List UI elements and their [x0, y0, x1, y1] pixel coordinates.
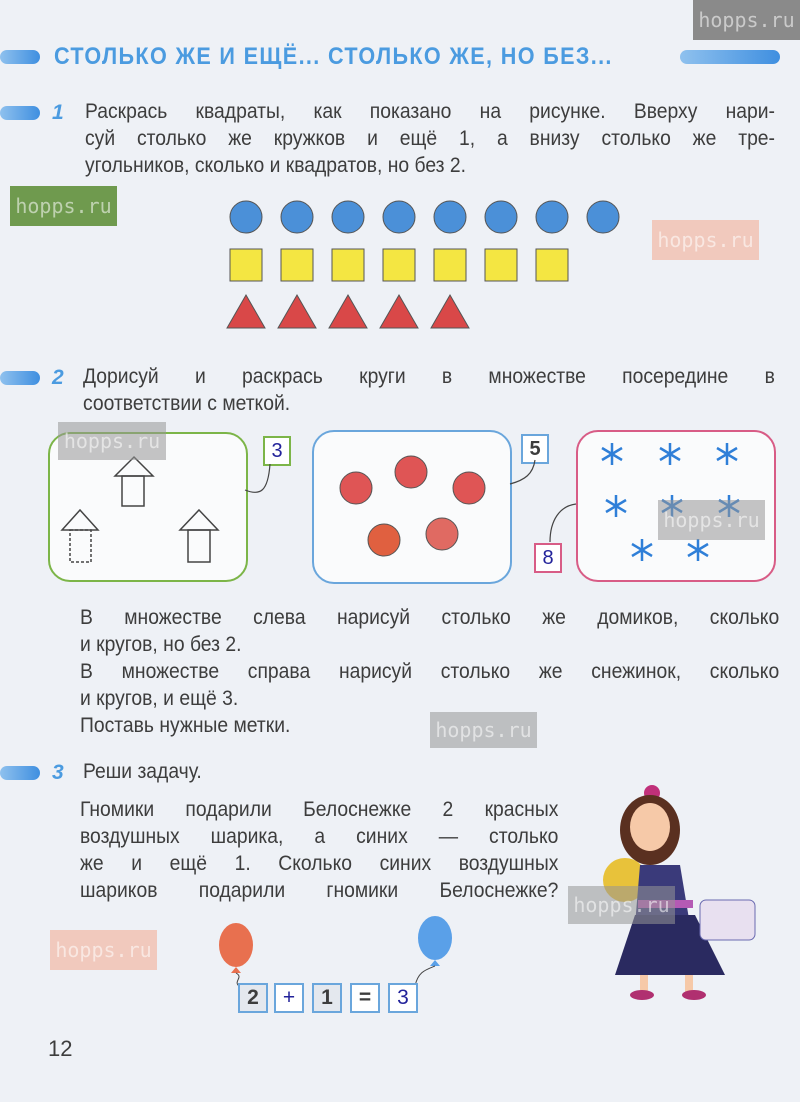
triangle-shape: [430, 293, 470, 329]
set-middle-circles: [312, 430, 512, 584]
snowflake-icon: [601, 443, 623, 465]
equation-operator: =: [350, 983, 380, 1013]
watermark: hopps.ru: [430, 712, 537, 748]
task-number: 2: [52, 366, 64, 389]
text-line: Дорисуй и раскрась круги в множестве пос…: [83, 365, 775, 388]
connector-line: [509, 459, 536, 485]
task-marker: [0, 766, 40, 780]
watermark: hopps.ru: [658, 500, 765, 540]
text-line: воздушных шарика, а синих — столько: [80, 825, 559, 848]
title-bar-left: [0, 50, 40, 64]
house-icons: [60, 455, 220, 563]
task1-text: Раскрась квадраты, как показано на рисун…: [85, 98, 775, 179]
text-line: и кругов, но без 2.: [80, 633, 242, 656]
label-middle[interactable]: 5: [521, 434, 549, 464]
circle-shape: [433, 200, 467, 234]
task3-text: Гномики подарили Белоснежке 2 красных во…: [80, 796, 558, 904]
text-line: В множестве слева нарисуй столько же дом…: [80, 606, 780, 629]
text-line: В множестве справа нарисуй столько же сн…: [80, 660, 780, 683]
text-line: Гномики подарили Белоснежке 2 красных: [80, 798, 559, 821]
text-line: угольников, сколько и квадратов, но без …: [85, 154, 466, 177]
page-number: 12: [48, 1036, 73, 1061]
shapes-figure: [226, 200, 620, 329]
snowflake-icon: [631, 539, 653, 561]
equation-box: 1: [312, 983, 342, 1013]
circle-shape: [382, 200, 416, 234]
task2-instructions: В множестве слева нарисуй столько же дом…: [80, 604, 779, 739]
circle-shape: [331, 200, 365, 234]
square-shape: [229, 248, 263, 282]
task-number: 3: [52, 761, 64, 784]
triangle-shape: [277, 293, 317, 329]
circle-shape: [484, 200, 518, 234]
text-line: суй столько же кружков и ещё 1, а внизу …: [85, 127, 775, 150]
text-line: шариков подарили гномики Белоснежке?: [80, 879, 559, 902]
snowflake-icon: [605, 495, 627, 517]
snowflake-icon: [659, 443, 681, 465]
triangle-shape: [226, 293, 266, 329]
watermark: hopps.ru: [50, 930, 157, 970]
red-balloon-icon: [219, 923, 253, 989]
square-shape: [535, 248, 569, 282]
task-marker: [0, 371, 40, 385]
watermark: hopps.ru: [58, 422, 166, 460]
watermark: hopps.ru: [568, 886, 675, 924]
task2-text: Дорисуй и раскрась круги в множестве пос…: [83, 363, 775, 417]
connector-line: [244, 463, 271, 494]
square-shape: [280, 248, 314, 282]
task-marker: [0, 106, 40, 120]
watermark: hopps.ru: [652, 220, 759, 260]
square-shape: [433, 248, 467, 282]
task-number: 1: [52, 101, 64, 124]
equation-operator: +: [274, 983, 304, 1013]
label-right[interactable]: 8: [534, 543, 562, 573]
blue-balloon-icon: [414, 916, 452, 987]
circle-shape: [280, 200, 314, 234]
triangle-shape: [379, 293, 419, 329]
text-line: соответствии с меткой.: [83, 392, 291, 415]
balloons-illustration: [219, 916, 452, 989]
circle-shape: [586, 200, 620, 234]
circle-icons: [339, 455, 486, 557]
watermark: hopps.ru: [693, 0, 800, 40]
label-left[interactable]: 3: [263, 436, 291, 466]
watermark: hopps.ru: [10, 186, 117, 226]
triangle-shape: [328, 293, 368, 329]
snowflake-icon: [687, 539, 709, 561]
text-line: и кругов, и ещё 3.: [80, 687, 239, 710]
equation-box: 2: [238, 983, 268, 1013]
square-shape: [484, 248, 518, 282]
connector-line: [549, 503, 577, 543]
text-line: же и ещё 1. Сколько синих воздушных: [80, 852, 559, 875]
task3-heading: Реши задачу.: [83, 760, 202, 783]
title-bar-right: [680, 50, 780, 64]
equation-answer[interactable]: 3: [388, 983, 418, 1013]
page-title: СТОЛЬКО ЖЕ И ЕЩЁ... СТОЛЬКО ЖЕ, НО БЕЗ..…: [54, 43, 613, 70]
text-line: Поставь нужные метки.: [80, 714, 291, 737]
snowflake-icon: [716, 443, 738, 465]
text-line: Раскрась квадраты, как показано на рисун…: [85, 100, 775, 123]
circle-shape: [229, 200, 263, 234]
square-shape: [331, 248, 365, 282]
circle-shape: [535, 200, 569, 234]
square-shape: [382, 248, 416, 282]
